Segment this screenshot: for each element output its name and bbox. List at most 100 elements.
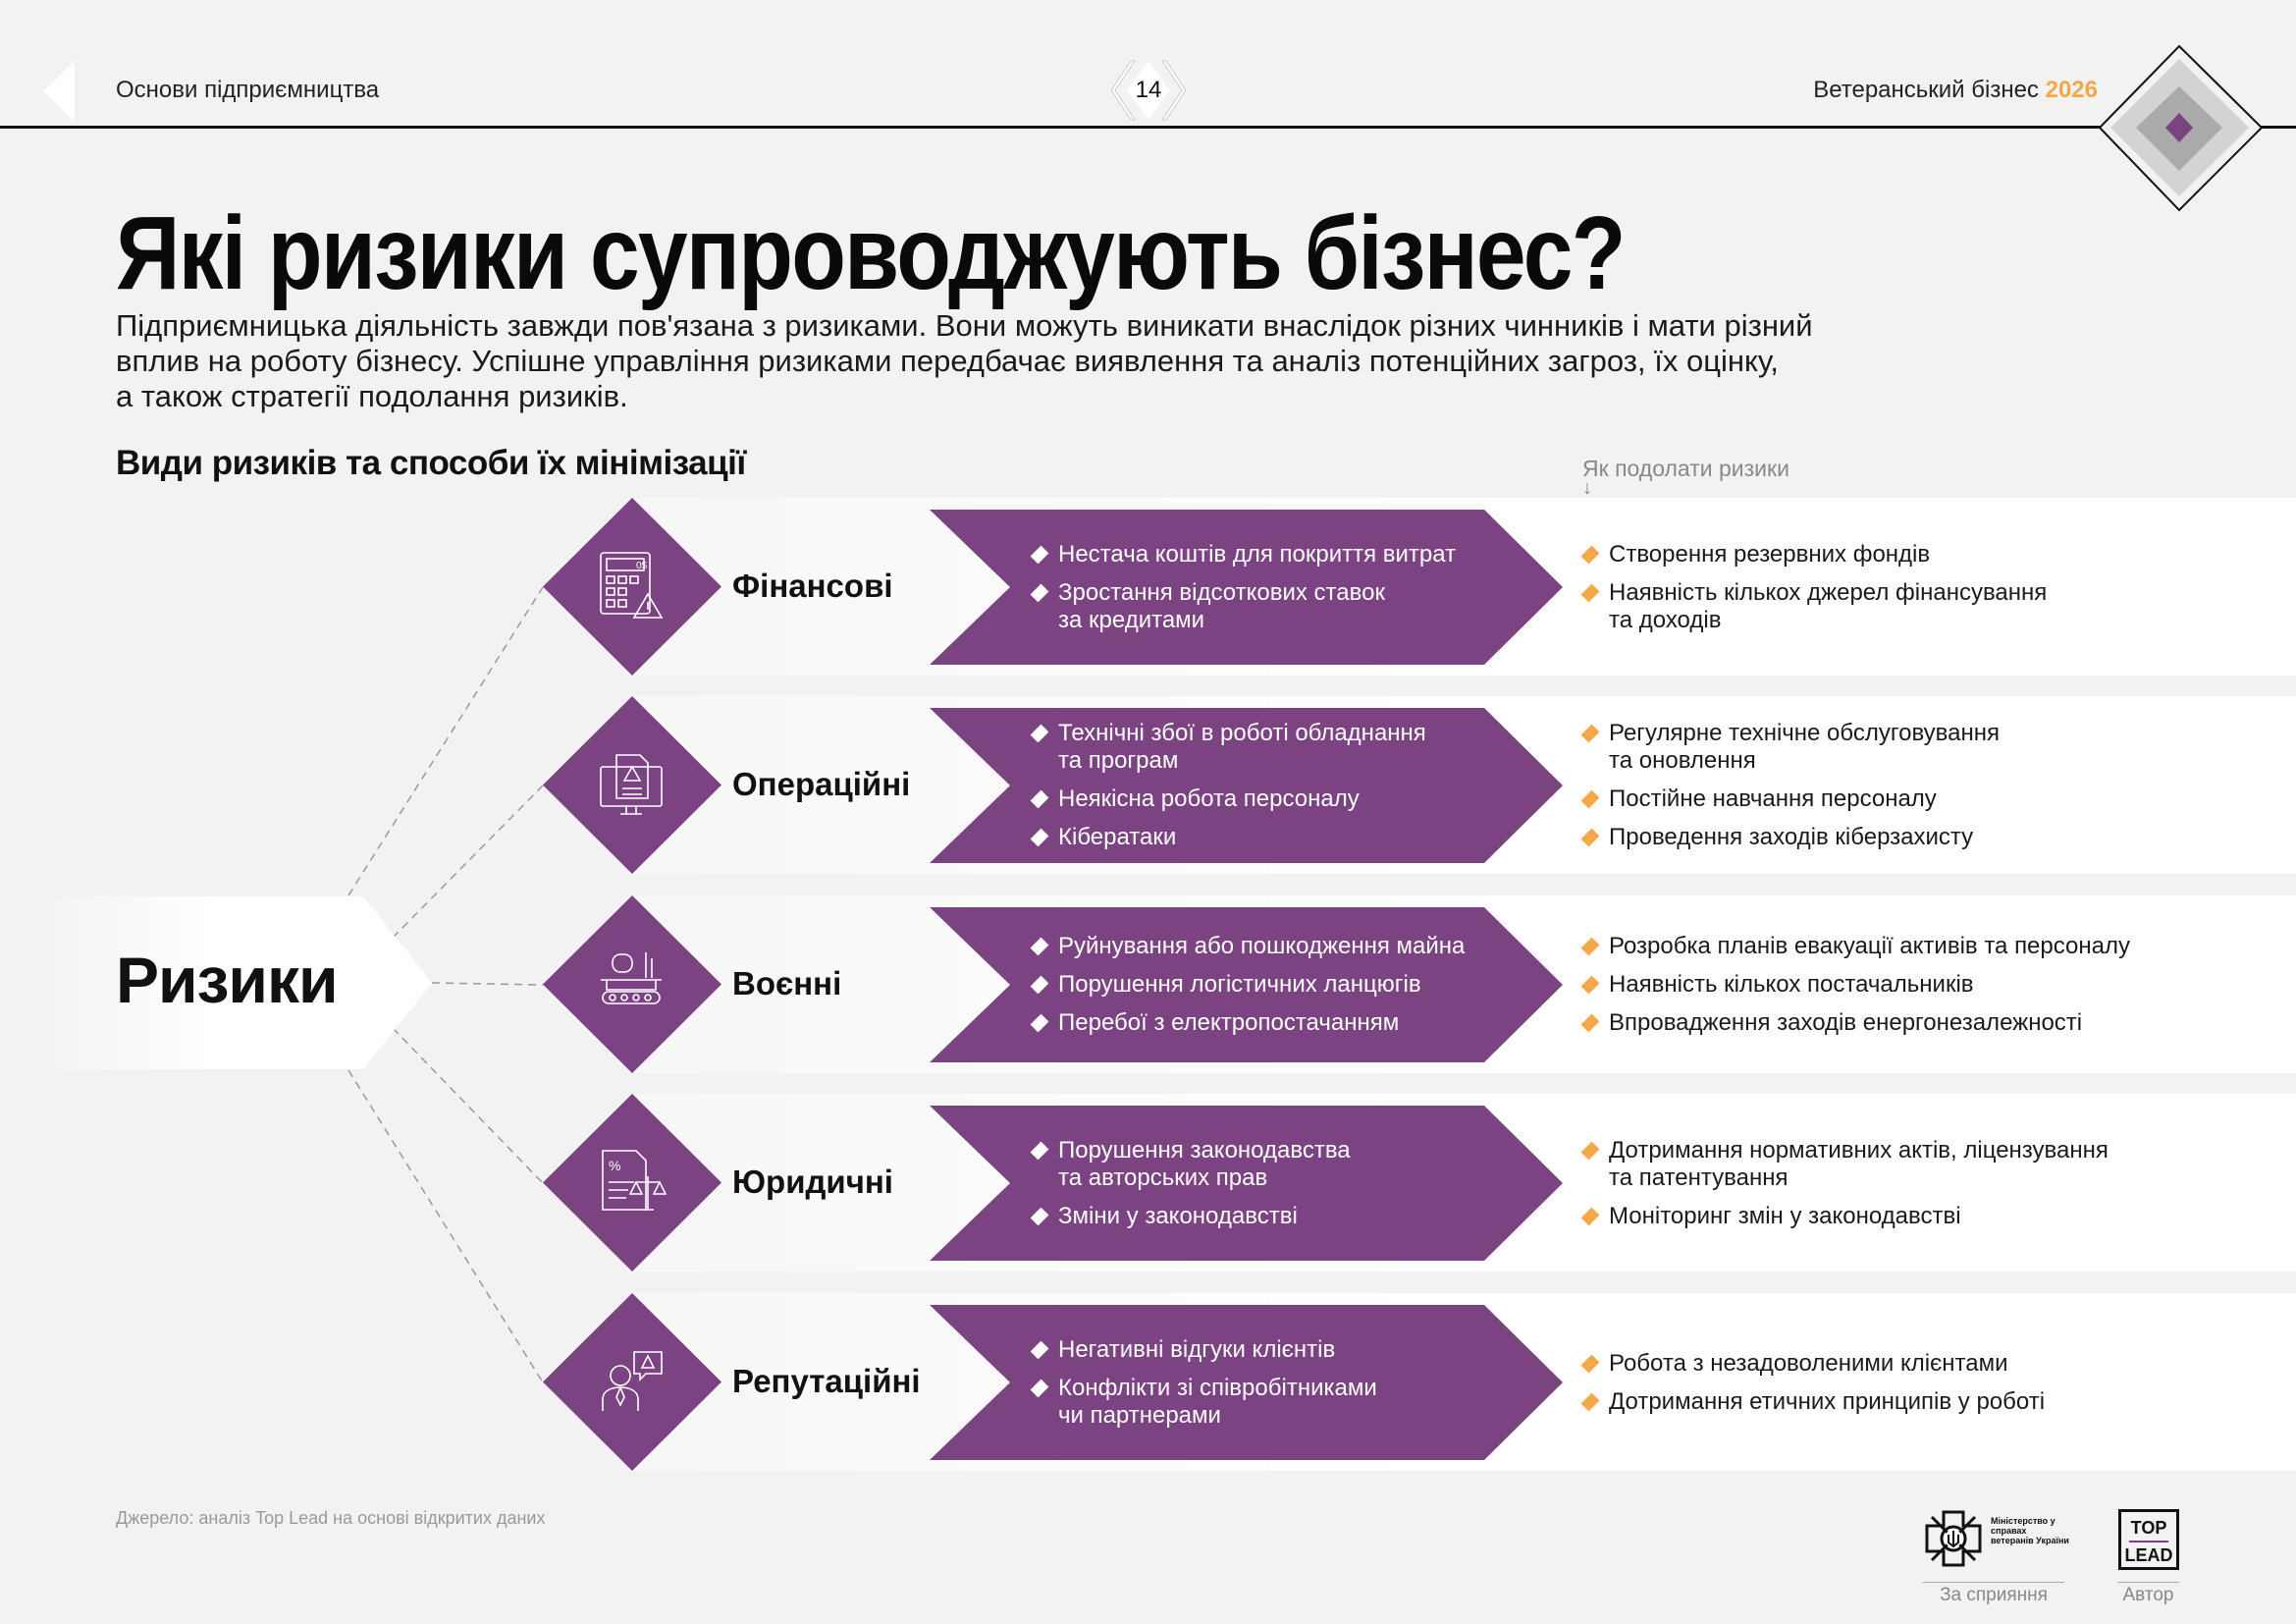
list-item-text: Наявність кількох джерел фінансування та…	[1609, 578, 2048, 633]
list-item-text: Створення резервних фондів	[1609, 540, 1931, 568]
top-lead-logo: TOP LEAD	[2118, 1509, 2179, 1570]
svg-text:0$: 0$	[636, 561, 648, 571]
connector-line	[392, 1027, 544, 1184]
bullet-diamond-icon	[1030, 1340, 1049, 1359]
section-heading: Види ризиків та способи їх мінімізації	[116, 444, 746, 482]
header-divider	[0, 126, 2296, 129]
arrow-down-icon: ↓	[1582, 477, 1592, 499]
root-label: Ризики	[116, 944, 339, 1016]
list-item-text: Регулярне технічне обслуговування та оно…	[1609, 720, 2001, 774]
bullet-diamond-icon	[1580, 1392, 1600, 1411]
list-item-text: Зростання відсоткових ставок за кредитам…	[1058, 578, 1385, 633]
intro-paragraph: Підприємницька діяльність завжди пов'яза…	[116, 308, 2079, 414]
list-item-text: Моніторинг змін у законодавстві	[1609, 1202, 1961, 1229]
mitigation-list: Розробка планів евакуації активів та пер…	[1580, 907, 2270, 1062]
list-item-text: Неякісна робота персоналу	[1058, 785, 1360, 812]
list-item-text: Конфлікти зі співробітниками чи партнера…	[1058, 1374, 1377, 1429]
bullet-diamond-icon	[1030, 828, 1049, 847]
bullet-diamond-icon	[1580, 1207, 1600, 1225]
bullet-diamond-icon	[1030, 1141, 1049, 1160]
section-title: Основи підприємництва	[116, 77, 380, 103]
list-item: Кібератаки	[1030, 824, 1504, 851]
risks-list: Порушення законодавства та авторських пр…	[1030, 1106, 1504, 1261]
sponsor-label: За сприяння	[1940, 1585, 2048, 1605]
bullet-diamond-icon	[1580, 1354, 1600, 1373]
list-item: Руйнування або пошкодження майна	[1030, 933, 1504, 960]
ministry-logo-text: Міністерство у справах ветеранів України	[1991, 1516, 2069, 1545]
document-scales-icon: %	[602, 1150, 667, 1211]
bullet-diamond-icon	[1580, 937, 1600, 956]
list-item: Моніторинг змін у законодавстві	[1580, 1202, 2270, 1230]
mitigation-column-label: Як подолати ризики	[1582, 456, 1789, 481]
bullet-diamond-icon	[1030, 1379, 1049, 1397]
category-name: Юридичні	[732, 1164, 893, 1200]
list-item: Наявність кількох джерел фінансування та…	[1580, 578, 2270, 634]
root-arrow-shape	[29, 896, 432, 1069]
list-item: Дотримання нормативних актів, ліцензуван…	[1580, 1136, 2270, 1192]
intro-line: а також стратегії подолання ризиків.	[116, 379, 628, 413]
list-item: Наявність кількох постачальників	[1580, 971, 2270, 999]
list-item: Порушення законодавства та авторських пр…	[1030, 1136, 1504, 1192]
list-item-text: Перебої з електропостачанням	[1058, 1009, 1400, 1036]
bullet-diamond-icon	[1580, 1013, 1600, 1033]
list-item: Конфлікти зі співробітниками чи партнера…	[1030, 1374, 1504, 1430]
bullet-diamond-icon	[1580, 1141, 1600, 1160]
category-name: Репутаційні	[732, 1363, 921, 1399]
intro-line: вплив на роботу бізнесу. Успішне управлі…	[116, 344, 1779, 378]
page-number: 14	[1135, 77, 1162, 103]
list-item: Перебої з електропостачанням	[1030, 1009, 1504, 1037]
sponsor-divider	[1923, 1582, 2064, 1583]
list-item: Негативні відгуки клієнтів	[1030, 1335, 1504, 1364]
list-item: Регулярне технічне обслуговування та оно…	[1580, 720, 2270, 775]
list-item-text: Наявність кількох постачальників	[1609, 971, 1974, 998]
list-item: Створення резервних фондів	[1580, 540, 2270, 568]
list-item-text: Негативні відгуки клієнтів	[1058, 1335, 1336, 1363]
publication-title: Ветеранський бізнес 2026	[1813, 77, 2098, 104]
list-item: Впровадження заходів енергонезалежності	[1580, 1009, 2270, 1037]
risks-chevron	[930, 510, 1563, 665]
list-item: Зміни у законодавстві	[1030, 1203, 1504, 1230]
risks-list: Технічні збої в роботі обладнання та про…	[1030, 708, 1504, 863]
mitigation-list: Регулярне технічне обслуговування та оно…	[1580, 708, 2270, 863]
bullet-diamond-icon	[1030, 545, 1049, 564]
logo-top-text: TOP	[2130, 1518, 2167, 1538]
list-item-text: Дотримання етичних принципів у роботі	[1609, 1387, 2046, 1415]
intro-line: Підприємницька діяльність завжди пов'яза…	[116, 308, 1813, 343]
bullet-diamond-icon	[1030, 583, 1049, 602]
bullet-diamond-icon	[1580, 545, 1600, 564]
risks-chevron	[930, 1305, 1563, 1460]
list-item-text: Проведення заходів кіберзахисту	[1609, 824, 1974, 850]
bullet-diamond-icon	[1030, 789, 1049, 809]
source-note: Джерело: аналіз Top Lead на основі відкр…	[116, 1508, 546, 1528]
bullet-diamond-icon	[1030, 724, 1049, 743]
logo-divider	[2129, 1541, 2168, 1543]
back-arrow-icon[interactable]	[39, 61, 79, 122]
list-item-text: Порушення логістичних ланцюгів	[1058, 971, 1421, 998]
list-item-text: Впровадження заходів енергонезалежності	[1609, 1009, 2083, 1036]
list-item-text: Нестача коштів для покриття витрат	[1058, 540, 1457, 568]
person-warning-icon	[602, 1351, 663, 1411]
list-item: Неякісна робота персоналу	[1030, 785, 1504, 813]
list-item: Постійне навчання персоналу	[1580, 785, 2270, 813]
connector-line	[347, 1069, 544, 1383]
list-item: Нестача коштів для покриття витрат	[1030, 540, 1504, 568]
list-item-text: Порушення законодавства та авторських пр…	[1058, 1136, 1351, 1191]
list-item: Проведення заходів кіберзахисту	[1580, 824, 2270, 851]
mitigation-list: Дотримання нормативних актів, ліцензуван…	[1580, 1106, 2270, 1261]
list-item-text: Розробка планів евакуації активів та пер…	[1609, 933, 2130, 959]
bullet-diamond-icon	[1030, 1013, 1049, 1033]
bullet-diamond-icon	[1580, 583, 1600, 602]
bullet-diamond-icon	[1030, 975, 1049, 995]
list-item-text: Дотримання нормативних актів, ліцензуван…	[1609, 1136, 2109, 1191]
connector-line	[392, 785, 544, 939]
list-item-text: Руйнування або пошкодження майна	[1058, 933, 1466, 959]
list-item: Зростання відсоткових ставок за кредитам…	[1030, 578, 1504, 634]
list-item: Технічні збої в роботі обладнання та про…	[1030, 720, 1504, 775]
calculator-warning-icon: 0$	[600, 552, 664, 619]
connector-line	[347, 586, 544, 896]
list-item: Робота з незадоволеними клієнтами	[1580, 1350, 2270, 1378]
category-name: Фінансові	[732, 568, 893, 604]
bullet-diamond-icon	[1580, 975, 1600, 995]
